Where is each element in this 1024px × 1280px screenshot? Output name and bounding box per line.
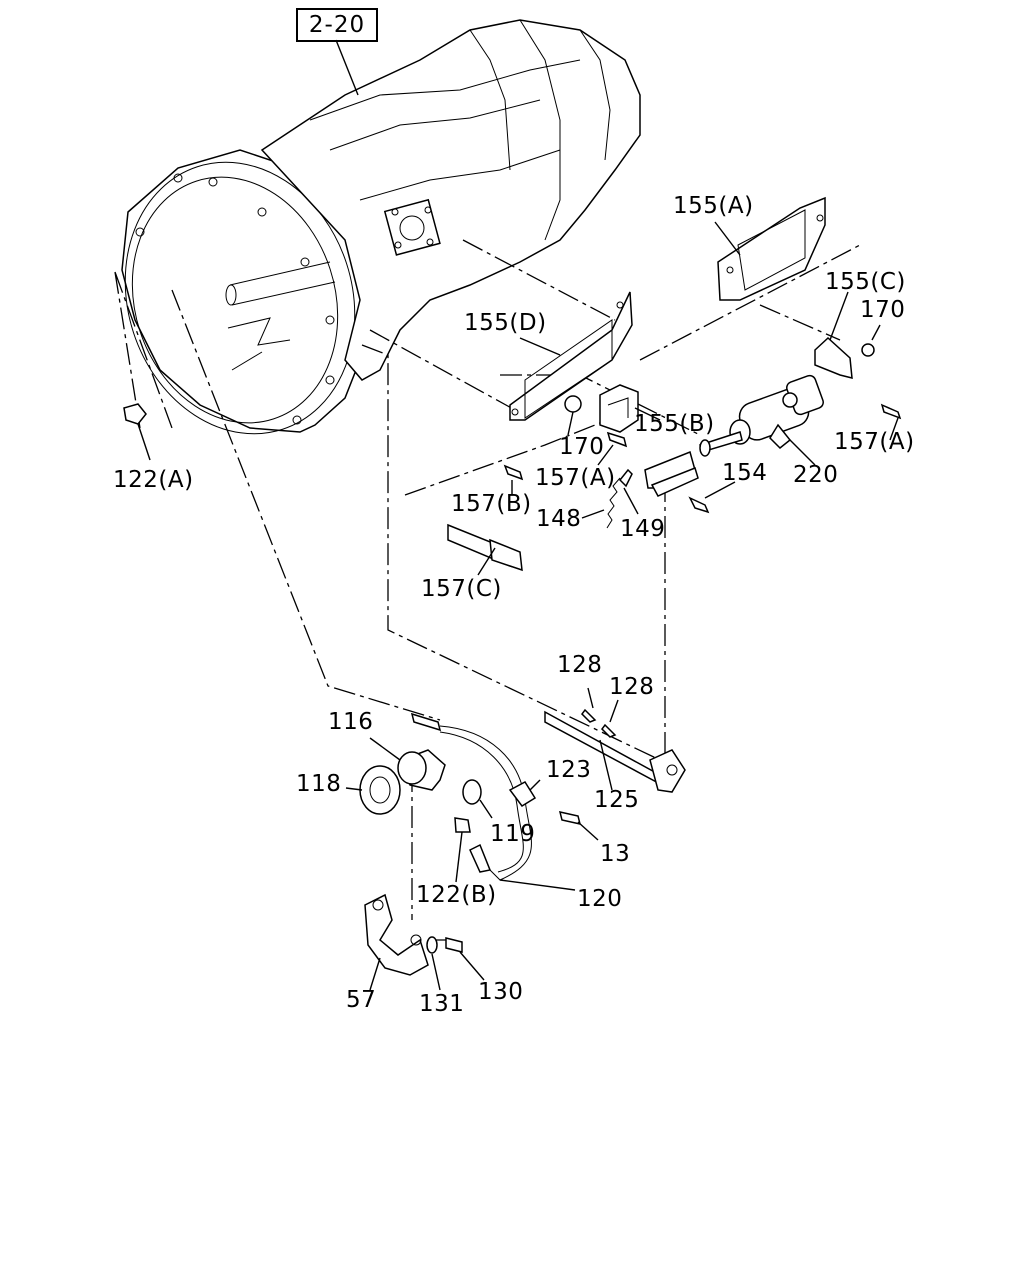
callout-170-lower: 170 (559, 434, 605, 460)
clevis-154 (644, 450, 736, 514)
bracket-155a (714, 196, 826, 301)
callout-116: 116 (328, 709, 374, 735)
callout-125: 125 (594, 787, 640, 813)
callout-154: 154 (722, 460, 768, 486)
callout-155a: 155(A) (673, 193, 754, 219)
hose-assembly (410, 712, 599, 891)
release-bearing-assembly (345, 737, 446, 815)
release-fork-57 (364, 893, 485, 991)
callout-123: 123 (546, 757, 592, 783)
release-shaft-125 (544, 687, 686, 793)
bracket-155b (599, 384, 661, 433)
callout-149: 149 (620, 516, 666, 542)
cylinder-220 (699, 374, 824, 466)
callout-120: 120 (577, 886, 623, 912)
callout-220: 220 (793, 462, 839, 488)
reference-box: 2-20 (296, 8, 378, 42)
callout-122a: 122(A) (113, 467, 194, 493)
callout-131: 131 (419, 991, 465, 1017)
callout-157a-right: 157(A) (834, 429, 915, 455)
fasteners (123, 324, 902, 576)
callout-155b: 155(B) (634, 411, 715, 437)
callout-148: 148 (536, 506, 582, 532)
bracket-155d (509, 291, 633, 421)
callout-157a-middle: 157(A) (535, 465, 616, 491)
callout-155c: 155(C) (825, 269, 906, 295)
callout-57: 57 (346, 987, 377, 1013)
callout-118: 118 (296, 771, 342, 797)
housing-bolts (135, 173, 335, 425)
callout-157b: 157(B) (451, 491, 532, 517)
callout-119: 119 (490, 821, 536, 847)
bracket-155c (814, 291, 853, 379)
callout-128-right: 128 (609, 674, 655, 700)
callout-122b: 122(B) (416, 882, 497, 908)
transmission-assembly (121, 19, 641, 435)
callout-155d: 155(D) (464, 310, 547, 336)
callout-13: 13 (600, 841, 631, 867)
callout-170-upper: 170 (860, 297, 906, 323)
callout-130: 130 (478, 979, 524, 1005)
callout-157c: 157(C) (421, 576, 502, 602)
callout-128-left: 128 (557, 652, 603, 678)
